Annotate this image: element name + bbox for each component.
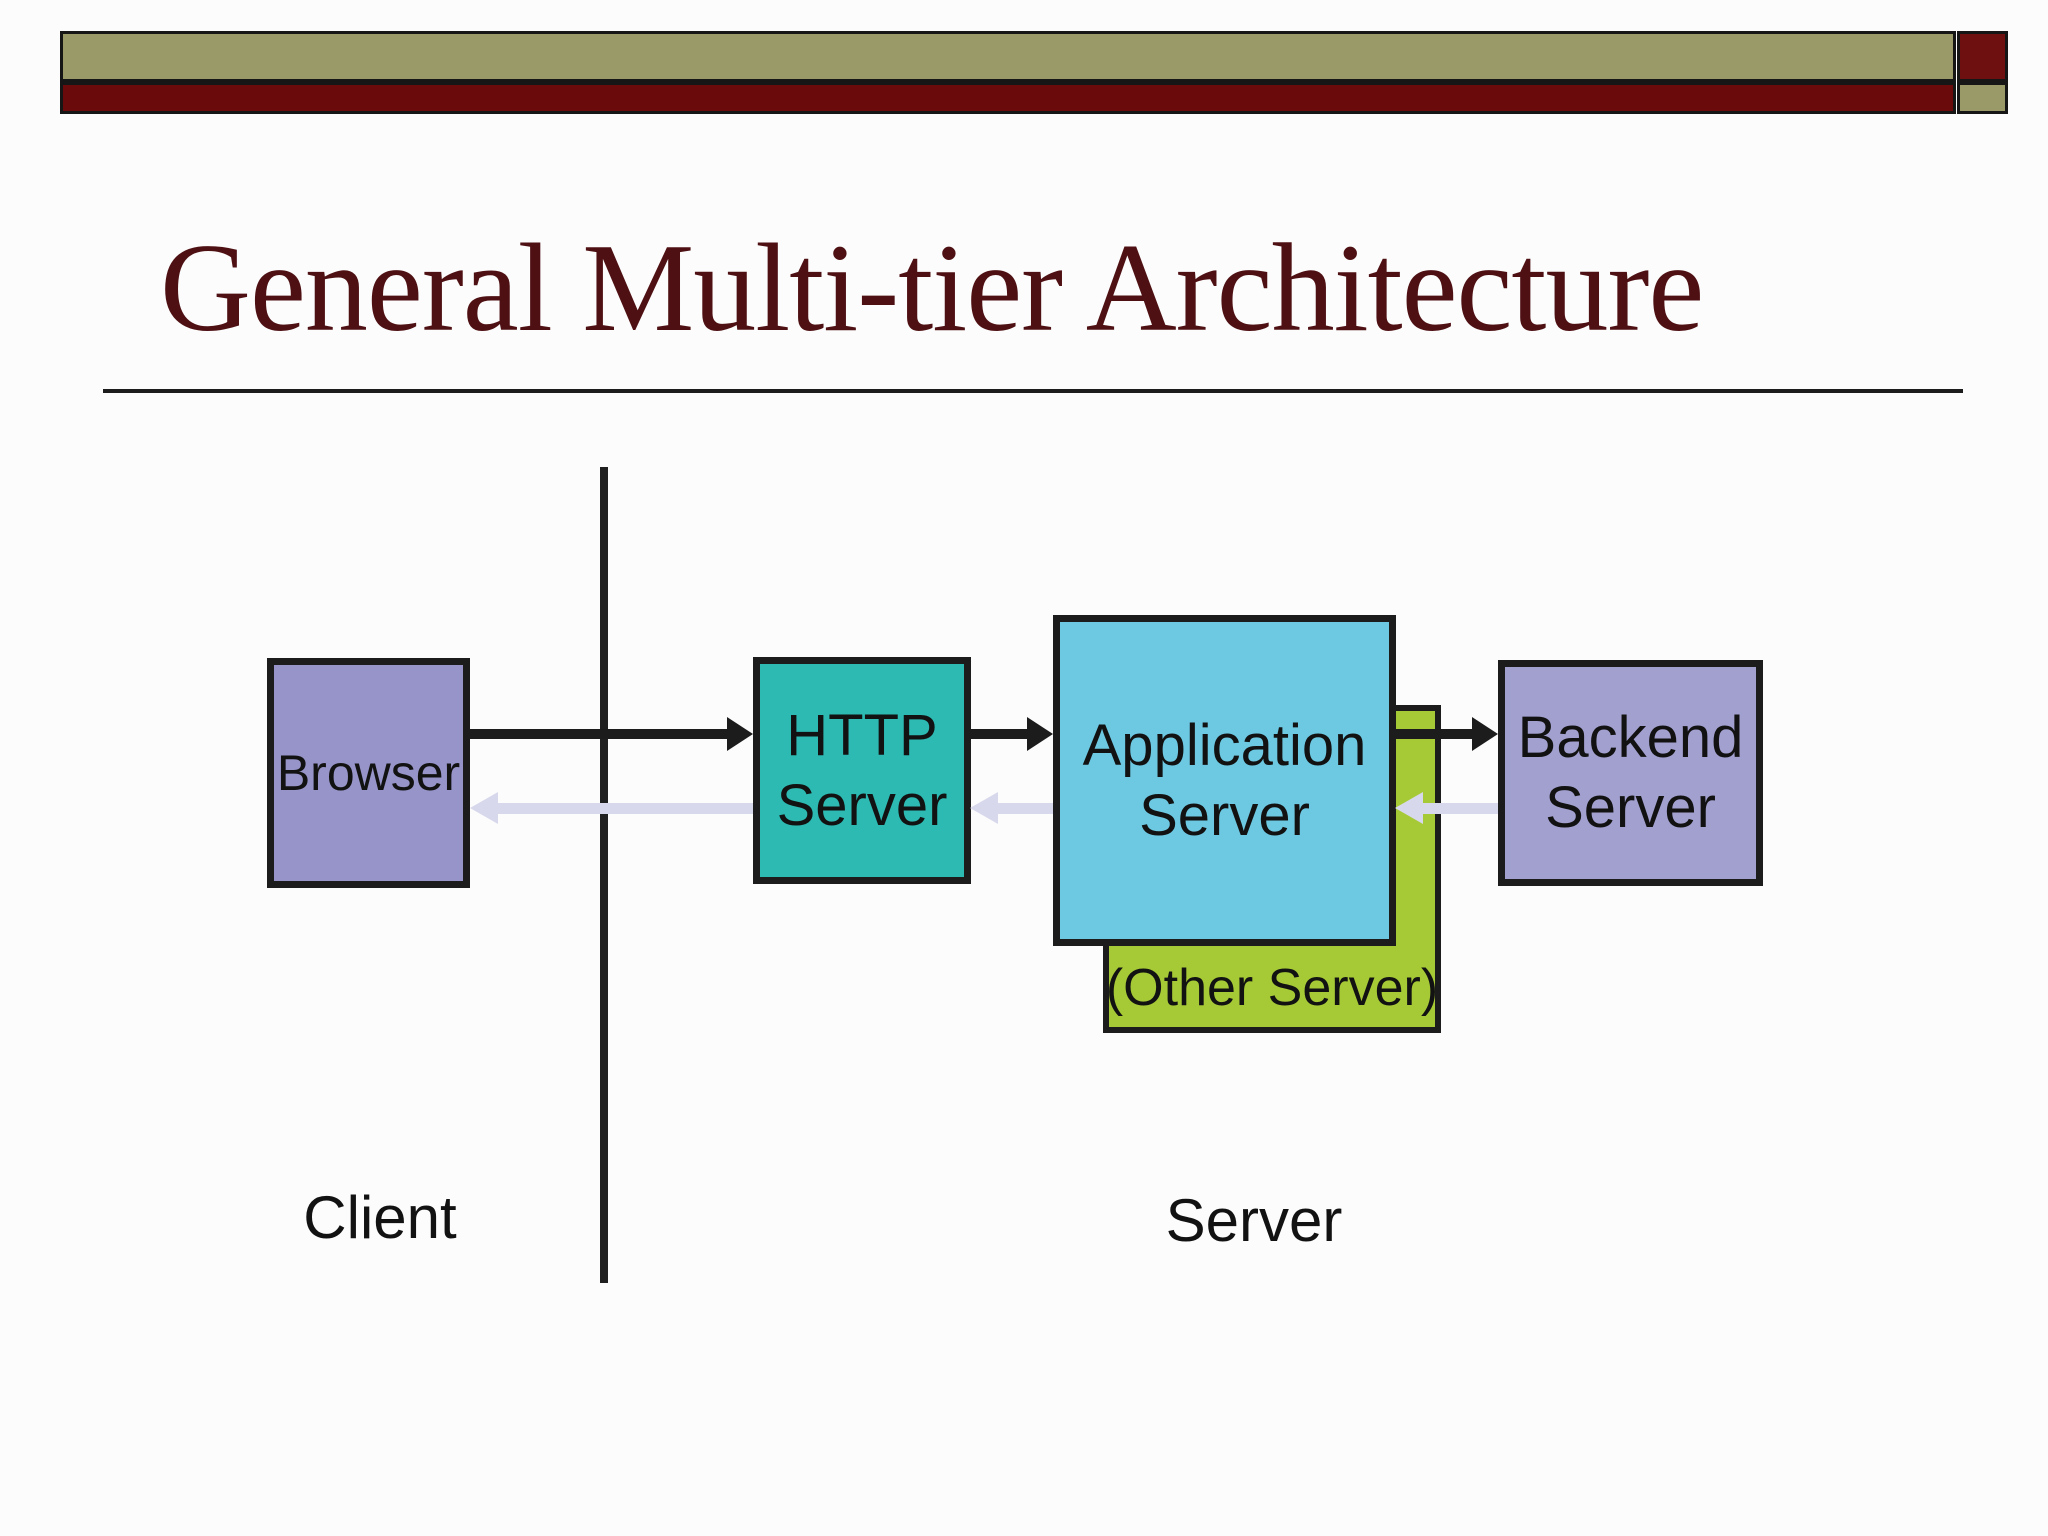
top-maroon-bar bbox=[60, 82, 1956, 114]
node-other-server-label: (Other Server) bbox=[1105, 958, 1439, 1017]
zone-label-server: Server bbox=[1165, 1187, 1343, 1254]
zone-label-client: Client bbox=[303, 1184, 457, 1251]
arrow-http-to-application-shaft bbox=[970, 729, 1027, 739]
node-browser-label: Browser bbox=[276, 745, 461, 801]
arrow-application-to-backend-head-icon bbox=[1472, 717, 1498, 751]
node-backend-server: Backend Server bbox=[1498, 660, 1763, 886]
top-olive-bar bbox=[60, 31, 1956, 82]
node-browser: Browser bbox=[267, 658, 470, 888]
arrow-browser-to-http-shaft bbox=[470, 729, 727, 739]
arrow-application-to-backend-shaft bbox=[1395, 729, 1472, 739]
title-underline bbox=[103, 389, 1963, 393]
node-http-server: HTTP Server bbox=[753, 657, 971, 884]
node-application-server: Application Server bbox=[1053, 615, 1396, 946]
arrow-backend-to-application-head-icon bbox=[1395, 792, 1423, 824]
page-title: General Multi-tier Architecture bbox=[160, 219, 1704, 358]
arrow-http-to-application-head-icon bbox=[1027, 717, 1053, 751]
node-http-server-label: HTTP Server bbox=[776, 702, 948, 838]
arrow-http-to-browser-head-icon bbox=[470, 792, 498, 824]
node-application-server-label: Application Server bbox=[1082, 712, 1367, 848]
top-right-olive-block bbox=[1957, 82, 2008, 114]
arrow-browser-to-http-head-icon bbox=[727, 717, 753, 751]
client-server-divider-line bbox=[600, 467, 608, 1283]
arrow-application-to-http-head-icon bbox=[970, 792, 998, 824]
top-right-red-block bbox=[1957, 31, 2008, 82]
arrow-http-to-browser-shaft bbox=[498, 803, 753, 814]
arrow-backend-to-application-shaft bbox=[1423, 803, 1498, 814]
arrow-application-to-http-shaft bbox=[998, 803, 1053, 814]
node-backend-server-label: Backend Server bbox=[1517, 705, 1744, 840]
